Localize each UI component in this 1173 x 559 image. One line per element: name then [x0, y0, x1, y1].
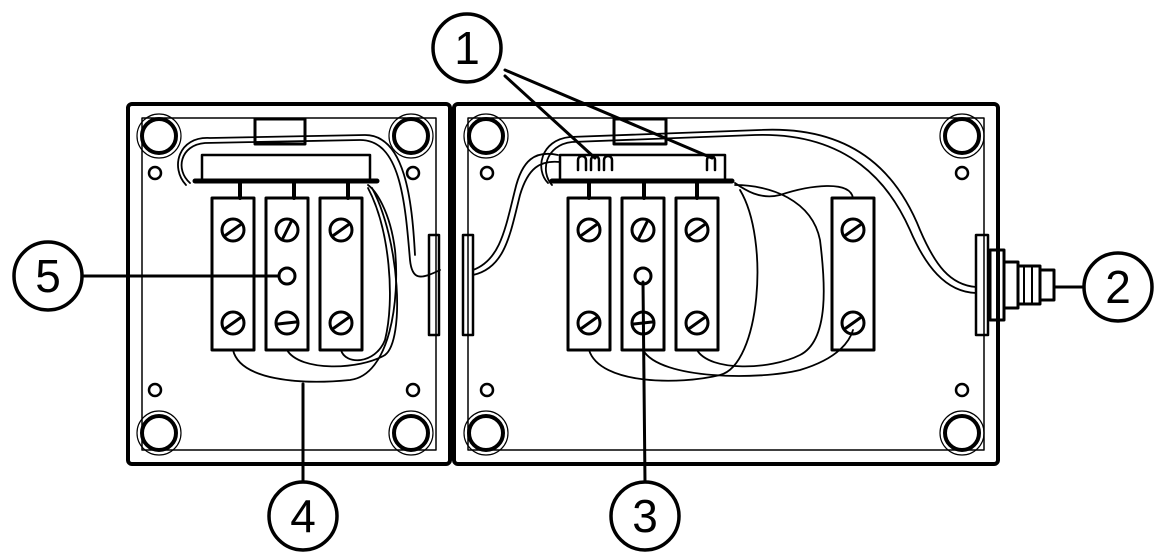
callout-5	[12, 240, 281, 312]
callout-4	[267, 382, 339, 552]
left-enclosure	[126, 102, 452, 466]
callout-1	[431, 12, 714, 160]
callout-4-label: 4	[290, 490, 316, 542]
callout-3	[609, 280, 681, 552]
callout-1-label: 1	[454, 22, 480, 74]
callout-2-label: 2	[1105, 261, 1131, 313]
callout-2	[1052, 251, 1154, 323]
callout-5-label: 5	[35, 250, 61, 302]
right-enclosure	[452, 102, 1056, 466]
callout-3-label: 3	[632, 490, 658, 542]
